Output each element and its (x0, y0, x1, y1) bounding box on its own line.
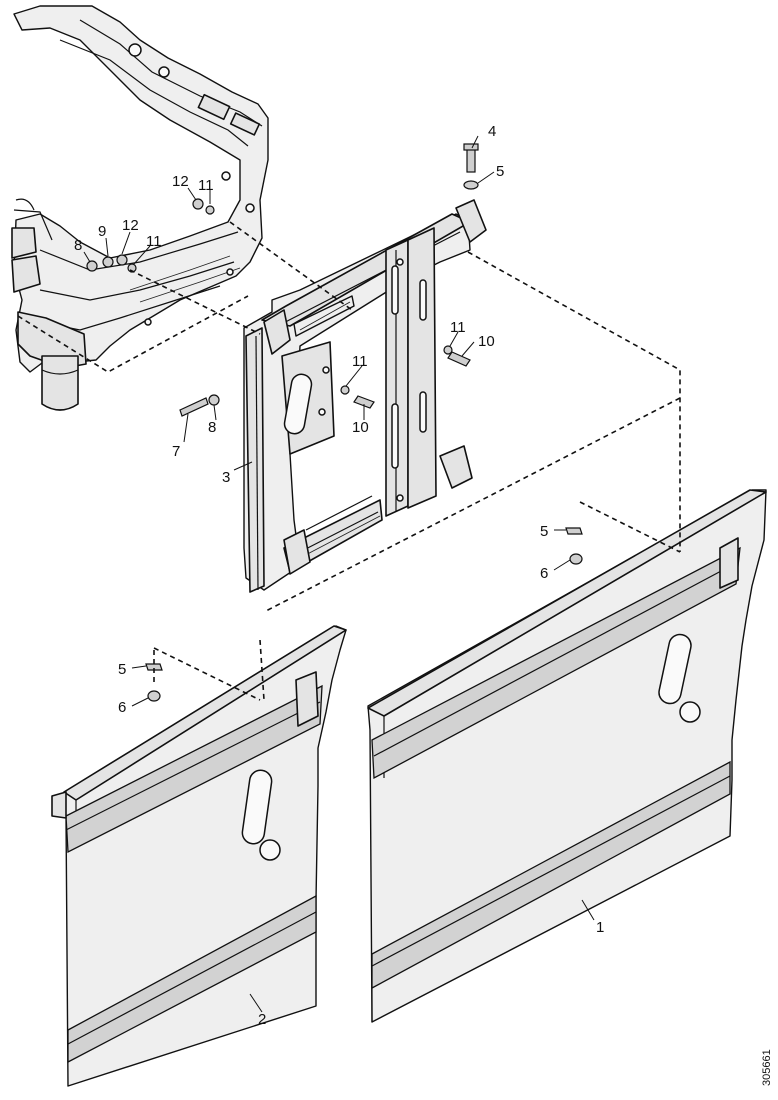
fasteners (86, 143, 583, 702)
callout-6-left: 6 (118, 699, 126, 716)
mounting-bracket-3 (243, 199, 487, 593)
callout-11-mid: 11 (352, 353, 368, 370)
leader-lines (83, 135, 595, 1013)
callout-11-right: 11 (450, 319, 466, 336)
side-panel-1 (367, 489, 767, 1023)
callout-5-top: 5 (496, 163, 504, 180)
callout-11-left: 11 (146, 233, 162, 250)
callout-8-lower: 8 (208, 419, 216, 436)
callout-6-right: 6 (540, 565, 548, 582)
callout-10-mid: 10 (352, 419, 369, 436)
callout-12-left: 12 (122, 217, 139, 234)
callout-labels: 1 2 3 4 5 5 5 6 6 7 8 8 9 10 10 11 11 11… (74, 123, 604, 1028)
callout-4: 4 (488, 123, 496, 140)
callout-11-top: 11 (198, 177, 214, 194)
callout-5-left: 5 (118, 661, 126, 678)
callout-12-top: 12 (172, 173, 189, 190)
drawing-reference-number: 305661 (761, 1049, 773, 1086)
callout-3: 3 (222, 469, 230, 486)
callout-10-right: 10 (478, 333, 495, 350)
callout-2: 2 (258, 1011, 266, 1028)
chassis-frame (11, 5, 269, 411)
callout-5-right: 5 (540, 523, 548, 540)
callout-9: 9 (98, 223, 106, 240)
callout-7: 7 (172, 443, 180, 460)
side-panel-2 (51, 625, 347, 1087)
callout-1: 1 (596, 919, 604, 936)
assembly-paths (17, 221, 681, 701)
callout-8-upper: 8 (74, 237, 82, 254)
